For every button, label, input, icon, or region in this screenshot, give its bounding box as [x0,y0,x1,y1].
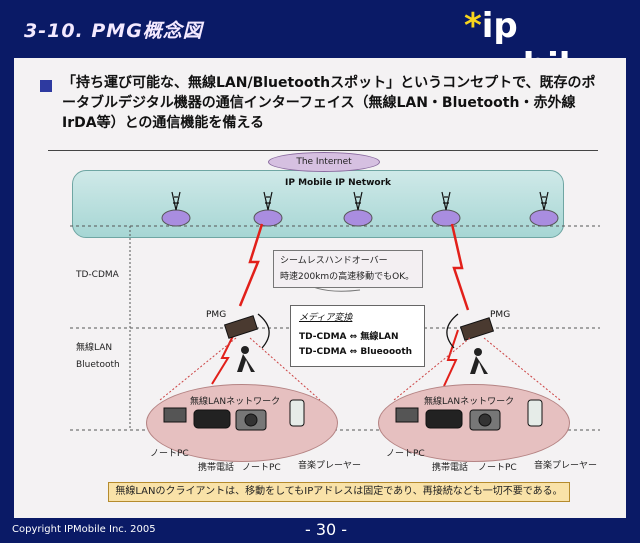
footer-copyright: Copyright IPMobile Inc. 2005 [12,524,156,535]
media-title: メディア変換 [299,313,353,323]
media-row-bluetooth: TD-CDMA ⇔ Blueoooth [299,347,413,357]
layer-label-tdcdma: TD-CDMA [76,270,119,280]
divider [48,150,598,151]
pmg-label-left: PMG [206,310,227,320]
device-label-pc2-left: ノートPC [242,463,281,473]
handover-line2: 時速200kmの高速移動でもOK。 [280,272,415,282]
logo-star-icon: * [464,6,482,46]
handover-callout: シームレスハンドオーバー 時速200kmの高速移動でもOK。 [273,250,423,288]
ip-network-label: IP Mobile IP Network [285,178,392,188]
wlan-label-right: 無線LANネットワーク [424,397,515,407]
ip-network-box [72,170,564,238]
bottom-note: 無線LANのクライアントは、移動をしてもIPアドレスは固定であり、再接続なども一… [108,482,570,502]
device-label-phone-right: 携帯電話 [432,463,469,473]
wlan-label-left: 無線LANネットワーク [190,397,281,407]
device-label-music-left: 音楽プレーヤー [298,461,362,471]
handover-line1: シームレスハンドオーバー [280,256,388,266]
bullet-square-icon [40,80,52,92]
device-label-phone-left: 携帯電話 [198,463,235,473]
device-label-pc-right: ノートPC [386,449,425,459]
layer-label-wlan: 無線LAN [76,343,113,353]
slide-title: 3-10. PMG概念図 [24,20,203,42]
layer-label-bluetooth: Bluetooth [76,360,120,370]
device-label-music-right: 音楽プレーヤー [534,461,598,471]
footer-page-number: - 30 - [305,520,348,539]
media-conversion-box: メディア変換 TD-CDMA ⇔ 無線LAN TD-CDMA ⇔ Blueooo… [290,305,425,367]
internet-ellipse: The Internet [268,152,380,172]
device-label-pc-left: ノートPC [150,449,189,459]
bullet-text: 「持ち運び可能な、無線LAN/Bluetoothスポット」というコンセプトで、既… [62,75,596,131]
media-row-wlan: TD-CDMA ⇔ 無線LAN [299,332,399,342]
device-label-pc2-right: ノートPC [478,463,517,473]
pmg-label-right: PMG [490,310,511,320]
